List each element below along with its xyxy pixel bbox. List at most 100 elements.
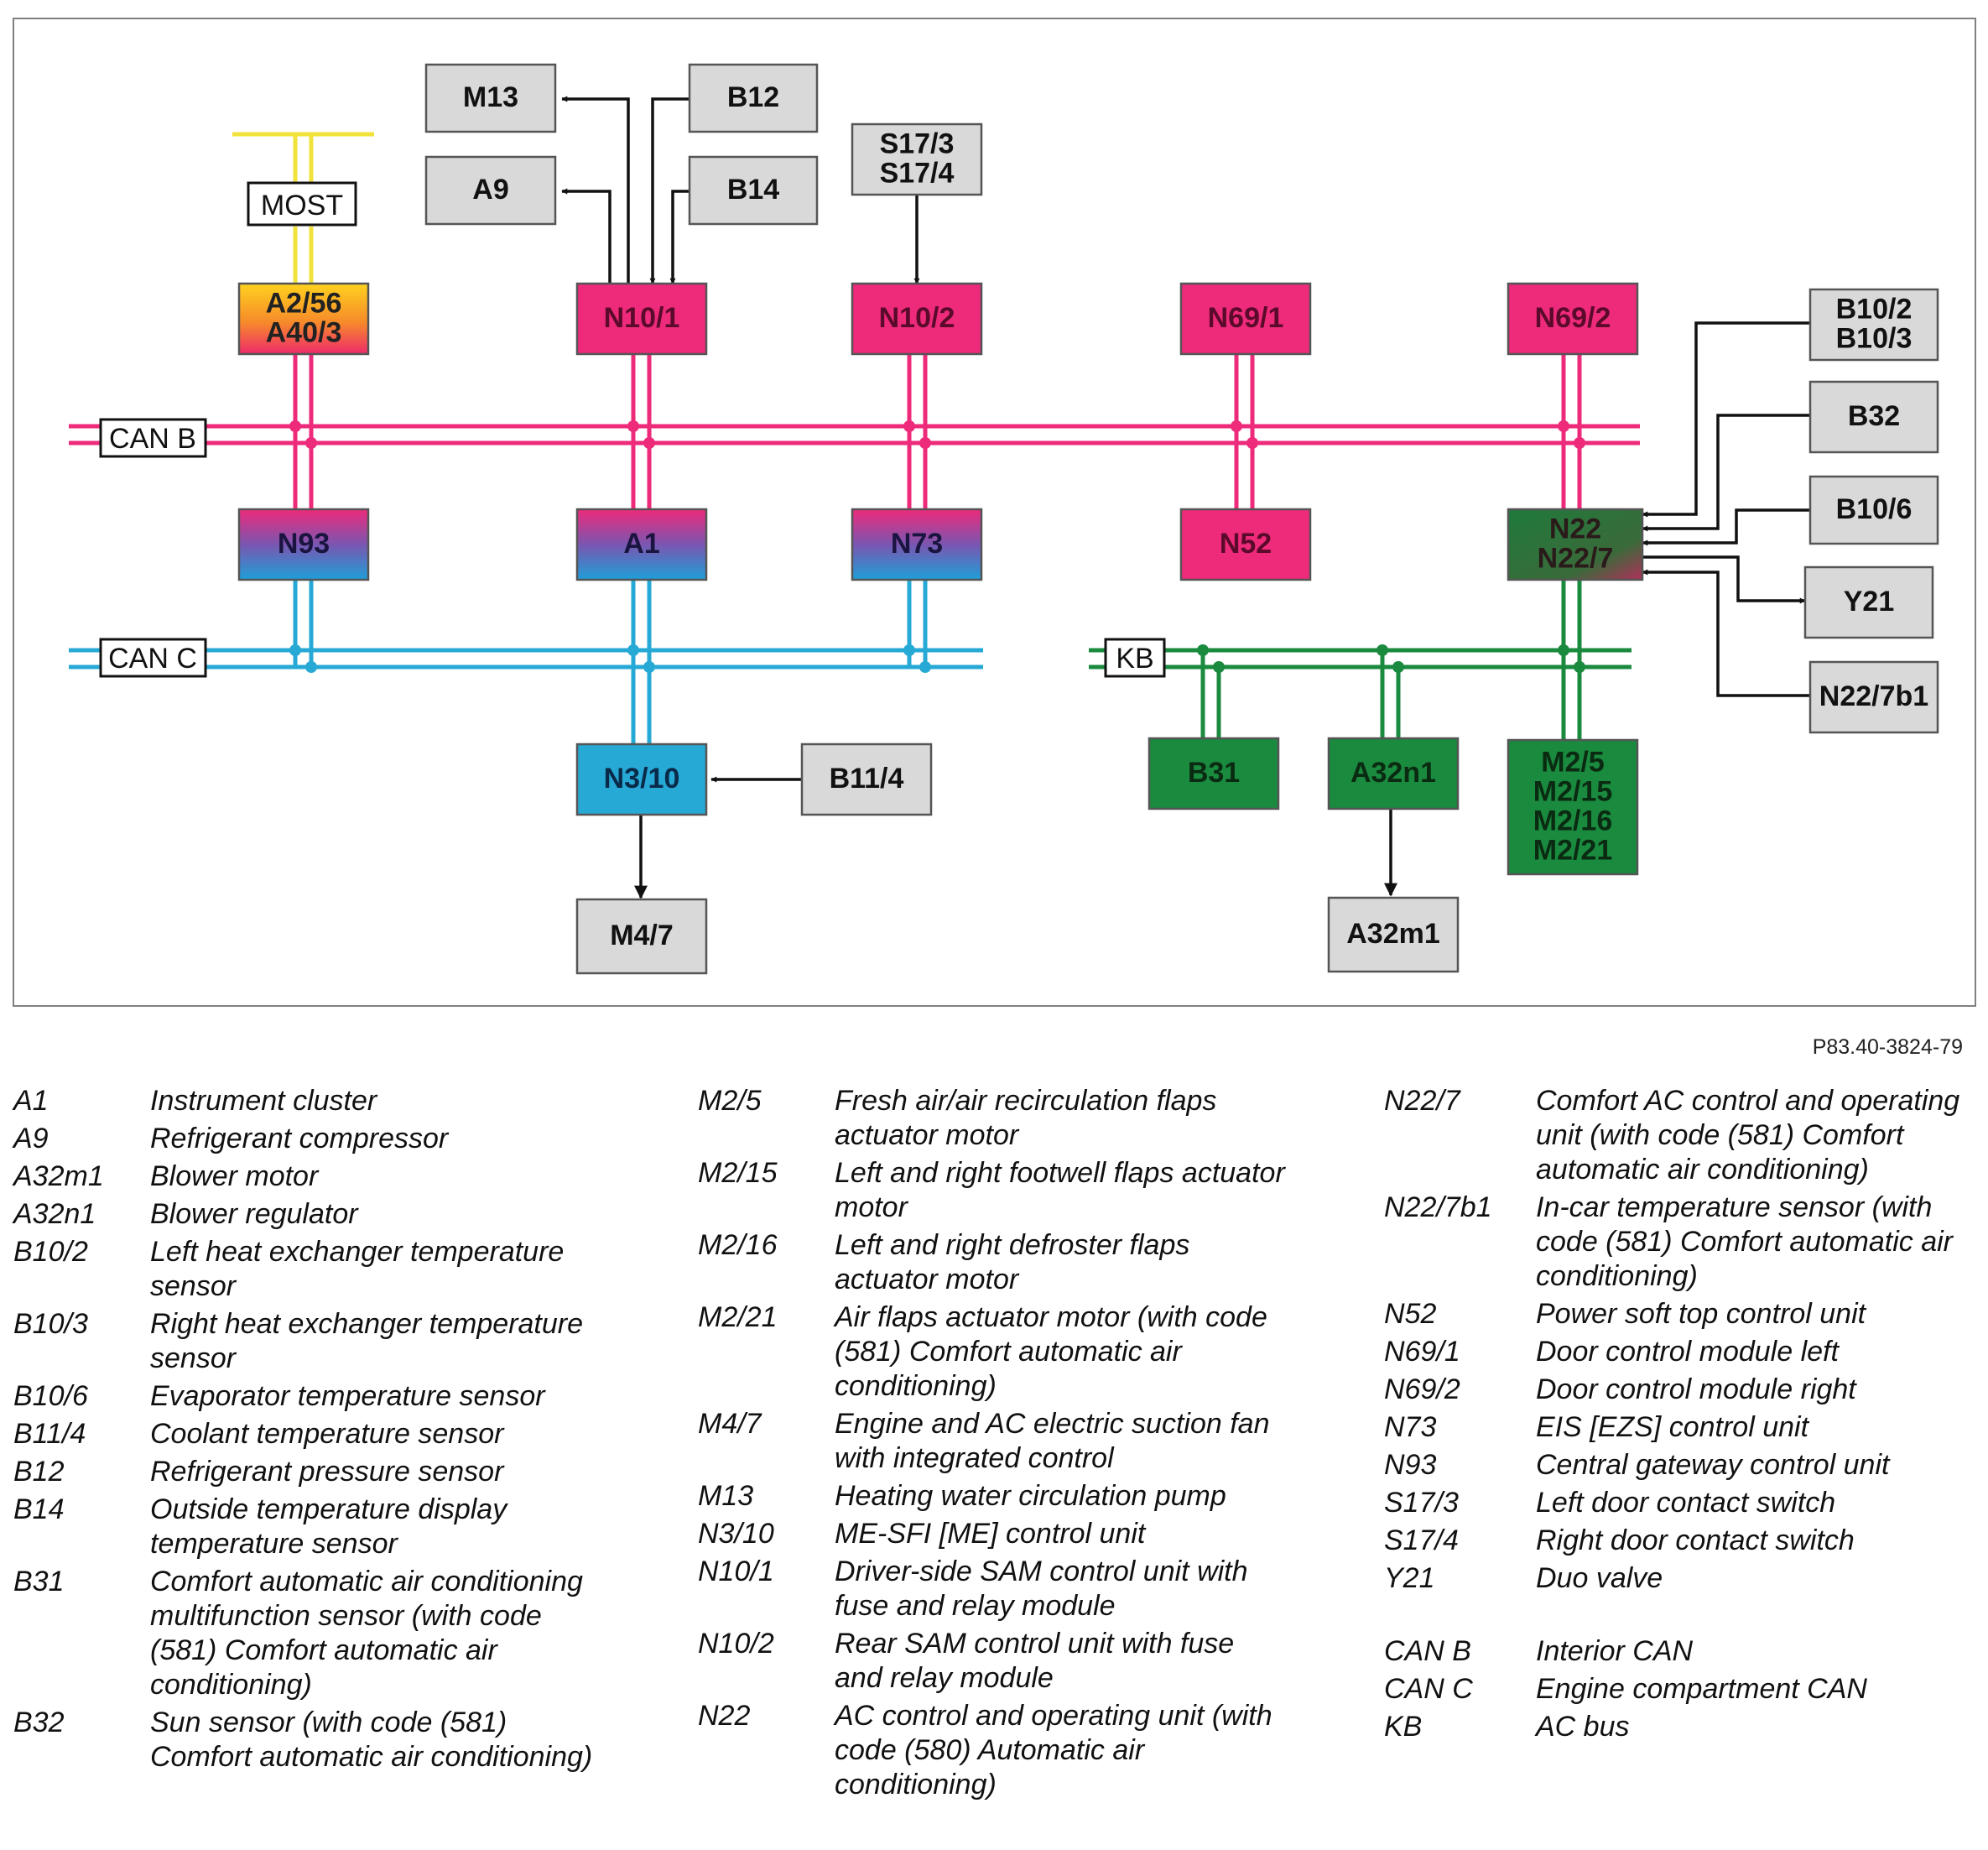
can-b-label: CAN B (99, 418, 207, 458)
node-label: B10/3 (1836, 322, 1913, 354)
node-a32n1: A32n1 (1327, 737, 1460, 810)
legend-item: CAN C Engine compartment CAN (1384, 1672, 1980, 1707)
node-label: N22/7 (1538, 542, 1614, 574)
svg-text:CAN C: CAN C (108, 643, 197, 675)
node-label: S17/3 (880, 128, 955, 159)
legend-description: Door control module right (1536, 1373, 1856, 1405)
node-label: M2/5 (1541, 746, 1605, 778)
legend-item: CAN B Interior CAN (1384, 1634, 1980, 1669)
legend-code: N22/7 (1384, 1085, 1460, 1117)
legend-item: B12 Refrigerant pressure sensor (13, 1455, 601, 1489)
node-label: N22/7b1 (1819, 680, 1928, 712)
legend-description: Interior CAN (1536, 1635, 1694, 1667)
legend-description: Right door contact switch (1536, 1524, 1855, 1556)
legend-item: B10/3 Right heat exchanger temperature se… (13, 1307, 601, 1376)
legend-description: Coolant temperature sensor (150, 1418, 504, 1450)
kb-bus (1089, 648, 1632, 670)
legend-code: B11/4 (13, 1418, 86, 1450)
legend-description: Fresh air/air recirculation flaps actuat… (835, 1085, 1217, 1151)
legend-description: Evaporator temperature sensor (150, 1380, 545, 1412)
legend-description: Central gateway control unit (1536, 1449, 1890, 1481)
kb-drops (1200, 579, 1582, 740)
legend-code: B10/3 (13, 1308, 88, 1340)
junction-dots (289, 420, 1585, 673)
node-label: N10/2 (879, 302, 955, 334)
legend-description: Outside temperature display temperature … (150, 1493, 507, 1560)
node-label: N52 (1220, 528, 1272, 560)
node-n22-7b1: N22/7b1 (1808, 660, 1939, 734)
node-a1: A1 (575, 508, 708, 581)
legend-code: CAN B (1384, 1635, 1471, 1667)
node-n10-2: N10/2 (851, 282, 983, 356)
figure-id: P83.40-3824-79 (1812, 1035, 1963, 1059)
legend-code: M2/21 (698, 1301, 778, 1333)
node-label: A2/56 (266, 287, 342, 319)
legend-item: M2/5 Fresh air/air recirculation flaps ac… (698, 1084, 1285, 1153)
node-label: M13 (463, 81, 518, 113)
svg-text:KB: KB (1116, 643, 1153, 675)
node-label: B14 (727, 174, 779, 206)
legend-description: Left door contact switch (1536, 1487, 1836, 1519)
legend-description: Left heat exchanger temperature sensor (150, 1236, 565, 1302)
legend-description: Refrigerant pressure sensor (150, 1456, 504, 1488)
node-label: A40/3 (266, 316, 342, 348)
legend-code: B31 (13, 1566, 65, 1597)
legend-item: B11/4 Coolant temperature sensor (13, 1417, 601, 1451)
legend-description: Engine compartment CAN (1536, 1673, 1867, 1705)
legend-code: N3/10 (698, 1518, 774, 1550)
legend-column-2: M2/5 Fresh air/air recirculation flaps ac… (698, 1084, 1285, 1806)
legend-code: B32 (13, 1707, 65, 1738)
legend-description: Left and right defroster flaps actuator … (835, 1229, 1190, 1295)
legend-code: A9 (13, 1123, 49, 1154)
legend-code: B12 (13, 1456, 65, 1488)
legend-description: Air flaps actuator motor (with code (581… (835, 1301, 1267, 1402)
node-n93: N93 (237, 508, 370, 581)
node-b11-4: B11/4 (800, 743, 933, 816)
node-label: A1 (623, 528, 659, 560)
node-label: N10/1 (604, 302, 680, 334)
legend-description: AC control and operating unit (with code… (835, 1700, 1272, 1800)
node-label: A9 (472, 174, 508, 206)
legend-code: Y21 (1384, 1562, 1435, 1594)
legend-code: A1 (13, 1085, 49, 1117)
legend-description: ME-SFI [ME] control unit (835, 1518, 1146, 1550)
node-n69-2: N69/2 (1507, 282, 1639, 356)
can-c-bus (69, 648, 983, 670)
legend-description: Rear SAM control unit with fuse and rela… (835, 1628, 1235, 1694)
legend-code: B10/2 (13, 1236, 88, 1268)
legend-code: B10/6 (13, 1380, 88, 1412)
legend-code: A32n1 (13, 1198, 96, 1230)
legend-code: CAN C (1384, 1673, 1473, 1705)
node-label: A32n1 (1350, 757, 1436, 789)
legend-code: M2/5 (698, 1085, 762, 1117)
node-b12: B12 (688, 63, 819, 133)
legend-description: Right heat exchanger temperature sensor (150, 1308, 583, 1374)
node-label: Y21 (1844, 586, 1895, 618)
most-label: MOST (247, 181, 357, 227)
legend-description: Blower motor (150, 1160, 319, 1192)
node-b14: B14 (688, 155, 819, 226)
node-label: N3/10 (604, 763, 680, 795)
legend-item: N3/10 ME-SFI [ME] control unit (698, 1517, 1285, 1551)
node-label: N73 (891, 528, 943, 560)
legend-code: N93 (1384, 1449, 1437, 1481)
legend-code: N69/1 (1384, 1336, 1460, 1368)
